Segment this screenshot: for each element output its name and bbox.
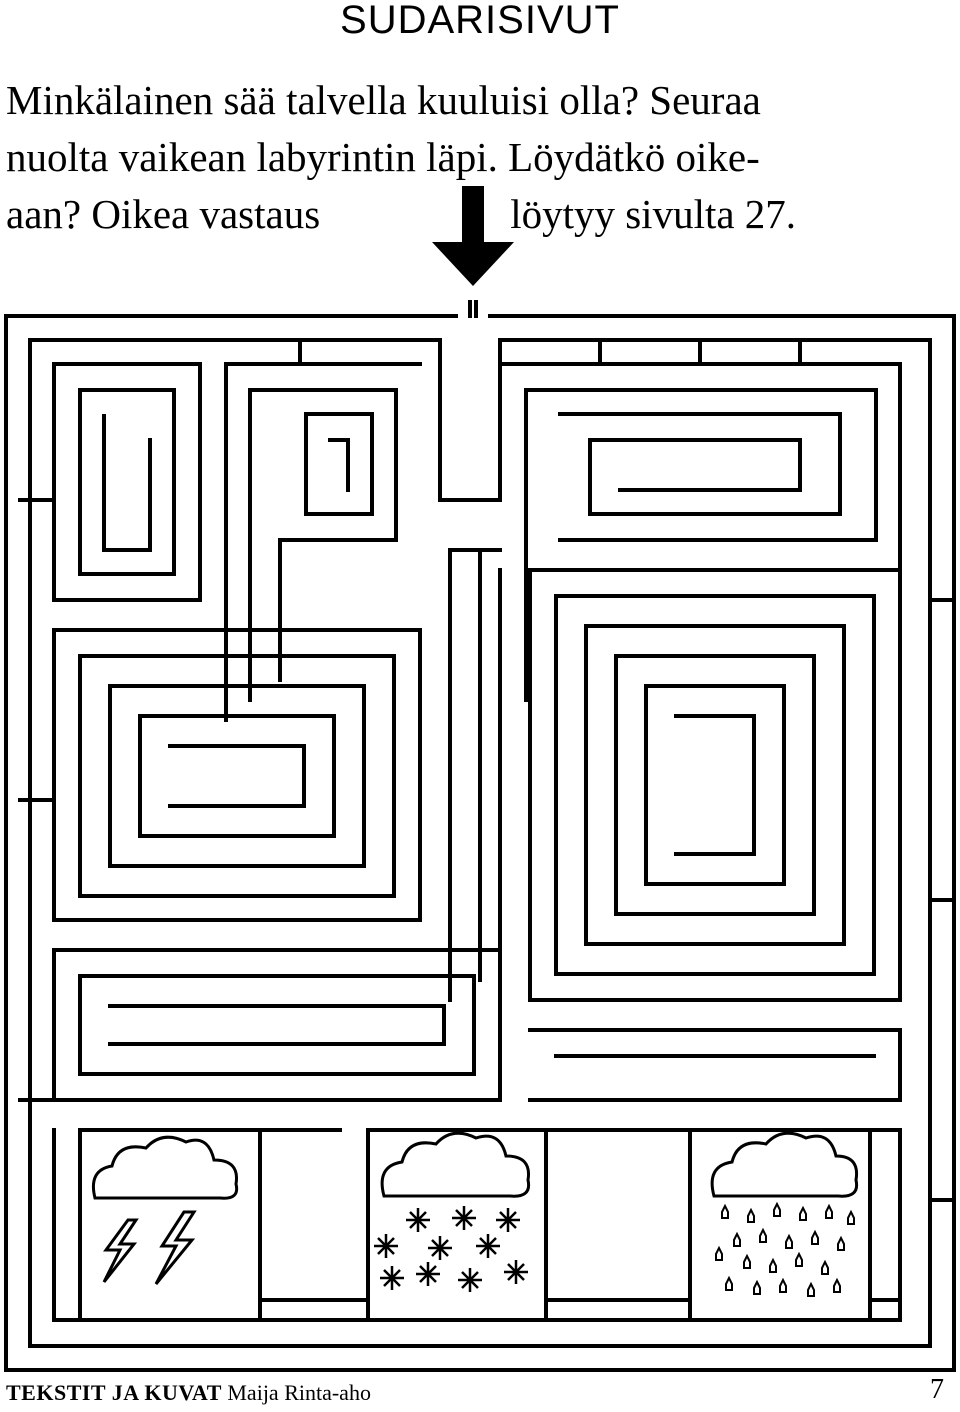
down-arrow-icon [432,186,514,286]
snow-cloud-icon [374,1131,531,1292]
instructions-line-3-end: löytyy sivulta 27. [510,191,797,237]
maze-goals [78,1128,872,1322]
credit-label: TEKSTIT JA KUVAT [6,1380,222,1405]
labyrinth[interactable] [0,300,960,1380]
credit-name: Maija Rinta-aho [227,1380,371,1405]
page-title: SUDARISIVUT [340,0,620,42]
instructions-line-1: Minkälainen sää talvella kuuluisi olla? … [6,77,761,123]
instructions-line-3-start: aan? Oikea vastaus [6,191,321,237]
rain-cloud-icon [710,1131,859,1297]
page-number: 7 [930,1374,944,1405]
instructions: Minkälainen sää talvella kuuluisi olla? … [6,72,936,243]
thunderstorm-cloud-icon [91,1135,239,1285]
footer-credit: TEKSTIT JA KUVAT Maija Rinta-aho [6,1380,371,1406]
instructions-line-3: aan? Oikea vastaus löytyy sivulta 27. [6,186,936,243]
instructions-line-2: nuolta vaikean labyrintin läpi. Löydätkö… [6,134,760,180]
